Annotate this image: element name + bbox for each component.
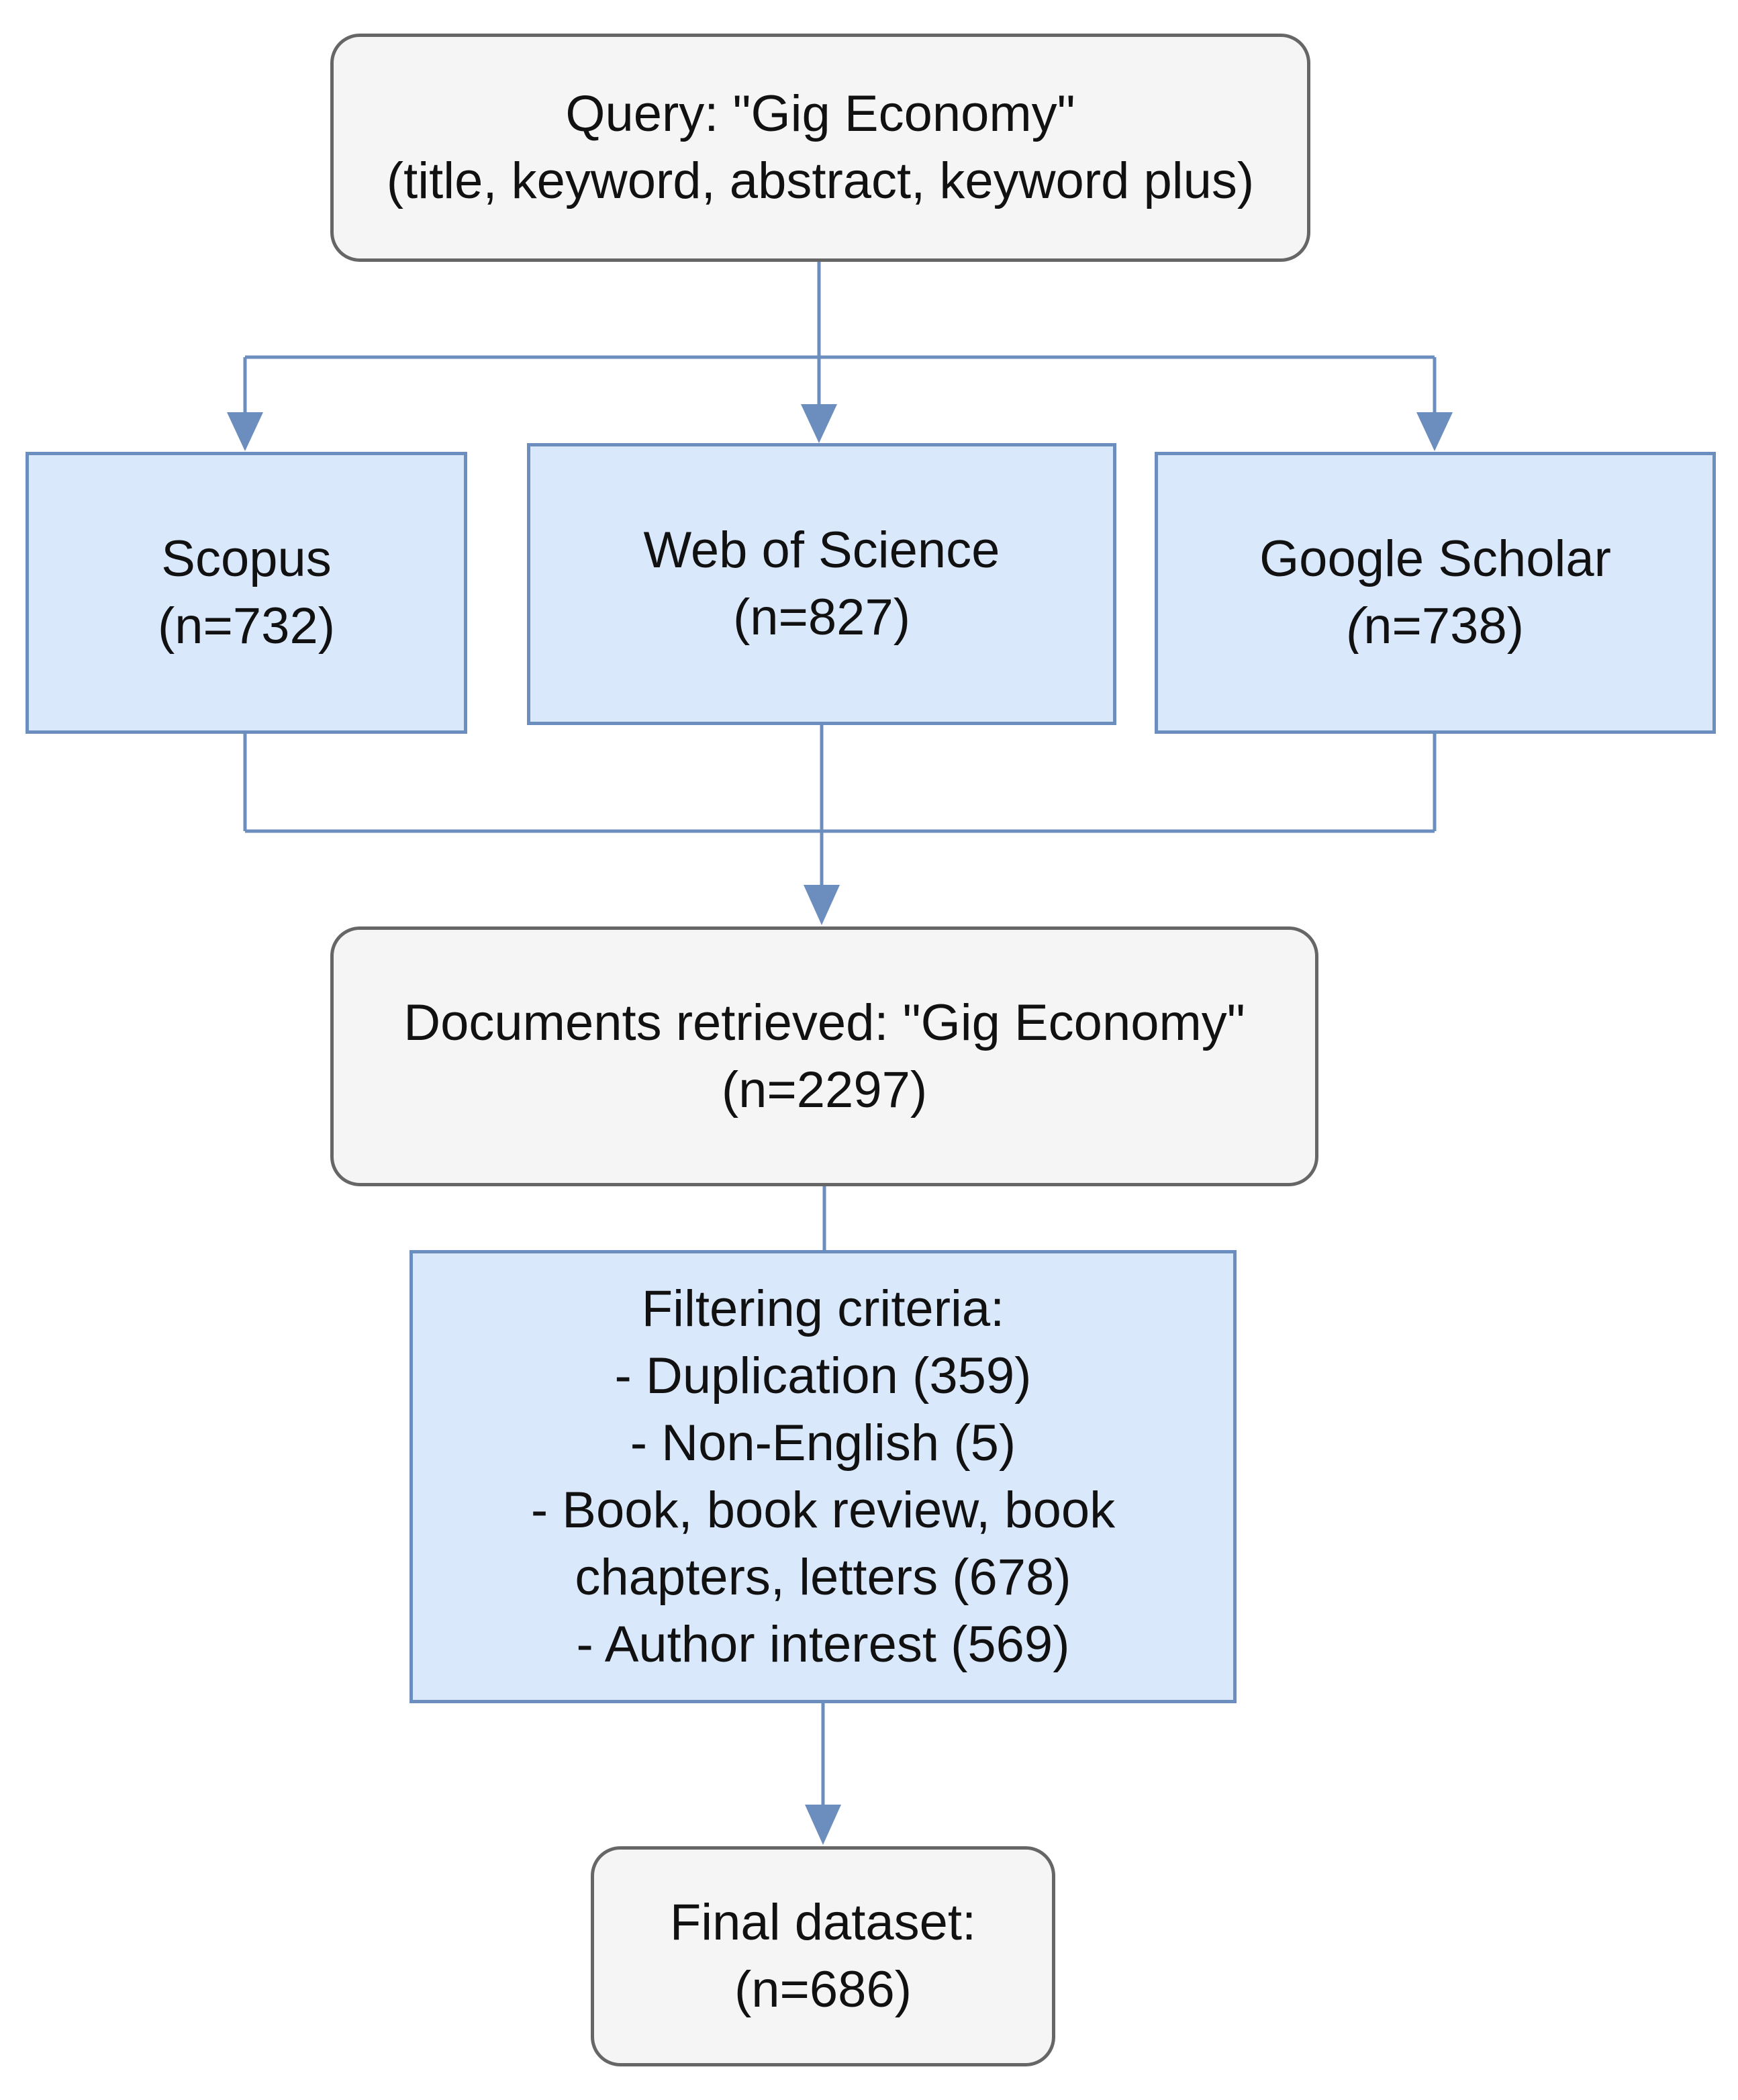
google-scholar-count: (n=738)	[1347, 593, 1524, 660]
arrowhead-web-of-science	[801, 404, 837, 443]
arrowhead-retrieved	[804, 885, 840, 925]
edge-sources-to-retrieved	[243, 724, 1437, 888]
scopus-count: (n=732)	[157, 598, 336, 655]
scopus-node: Scopus (n=732)	[26, 452, 467, 734]
final-dataset-title: Final dataset:	[669, 1894, 977, 1951]
google-scholar-name: Google Scholar	[1259, 530, 1611, 587]
query-fields: (title, keyword, abstract, keyword plus)	[386, 152, 1255, 209]
documents-retrieved-count: (n=2297)	[721, 1061, 928, 1118]
edge-query-to-sources	[243, 262, 1437, 415]
google-scholar-count-rest: n=738)	[1363, 598, 1525, 655]
web-of-science-count: (n=827)	[732, 589, 911, 646]
final-dataset-node: Final dataset: (n=686)	[591, 1846, 1055, 2066]
arrowhead-google-scholar	[1416, 412, 1453, 451]
documents-retrieved-title: Documents retrieved: "Gig Economy"	[403, 994, 1245, 1051]
web-of-science-node: Web of Science (n=827)	[527, 443, 1116, 725]
scopus-name: Scopus	[161, 530, 332, 587]
query-node: Query: "Gig Economy" (title, keyword, ab…	[330, 34, 1310, 262]
filter-book-types-continued: chapters, letters (678)	[575, 1548, 1071, 1606]
filter-duplication: - Duplication (359)	[614, 1347, 1032, 1404]
final-dataset-count: (n=686)	[734, 1961, 912, 2018]
google-scholar-count-open: (	[1346, 598, 1364, 655]
filter-non-english: - Non-English (5)	[630, 1414, 1016, 1472]
query-title: Query: "Gig Economy"	[565, 85, 1075, 142]
web-of-science-name: Web of Science	[643, 522, 1000, 579]
google-scholar-node: Google Scholar (n=738)	[1155, 452, 1716, 734]
filtering-criteria-title: Filtering criteria:	[641, 1280, 1005, 1337]
arrowhead-scopus	[227, 412, 263, 451]
filter-book-types: - Book, book review, book	[530, 1481, 1116, 1539]
arrowhead-final	[805, 1805, 841, 1845]
filter-author-interest: - Author interest (569)	[576, 1615, 1070, 1673]
filtering-criteria-node: Filtering criteria: - Duplication (359) …	[409, 1250, 1237, 1703]
documents-retrieved-node: Documents retrieved: "Gig Economy" (n=22…	[330, 926, 1318, 1186]
